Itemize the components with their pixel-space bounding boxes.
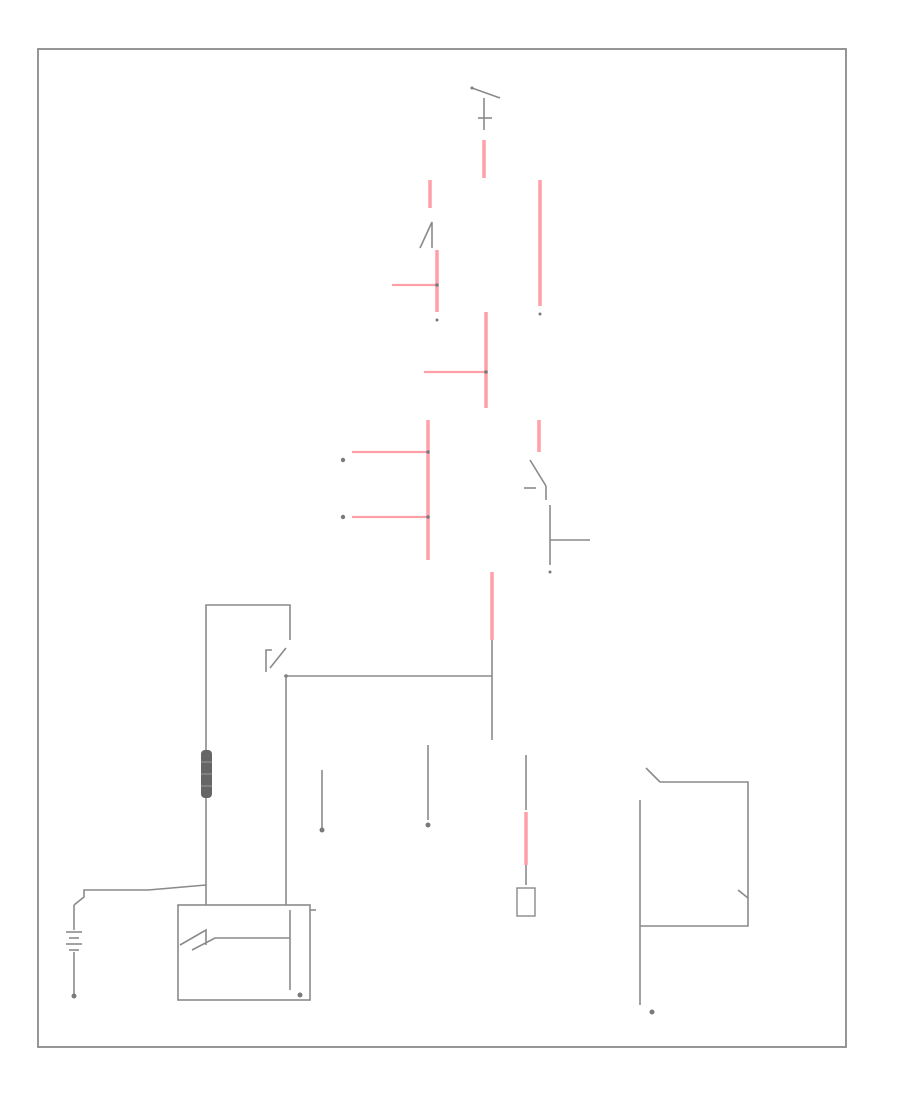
ground-branch-1 bbox=[319, 770, 325, 833]
neutral-switch-branch bbox=[424, 312, 488, 408]
starter-motor bbox=[177, 885, 316, 1001]
starter-relay bbox=[205, 604, 492, 905]
ignition-switch bbox=[470, 86, 501, 130]
neutral-relay-branch bbox=[516, 755, 536, 917]
pedal-switch-branch bbox=[524, 420, 590, 574]
diagram-frame bbox=[37, 48, 847, 1048]
battery bbox=[66, 889, 148, 999]
fusible-link bbox=[201, 750, 212, 798]
left-distribution bbox=[340, 420, 430, 560]
clutch-switch-branch bbox=[392, 180, 439, 322]
ground-branch-2 bbox=[425, 745, 431, 828]
range-switch-branch bbox=[639, 767, 749, 1015]
